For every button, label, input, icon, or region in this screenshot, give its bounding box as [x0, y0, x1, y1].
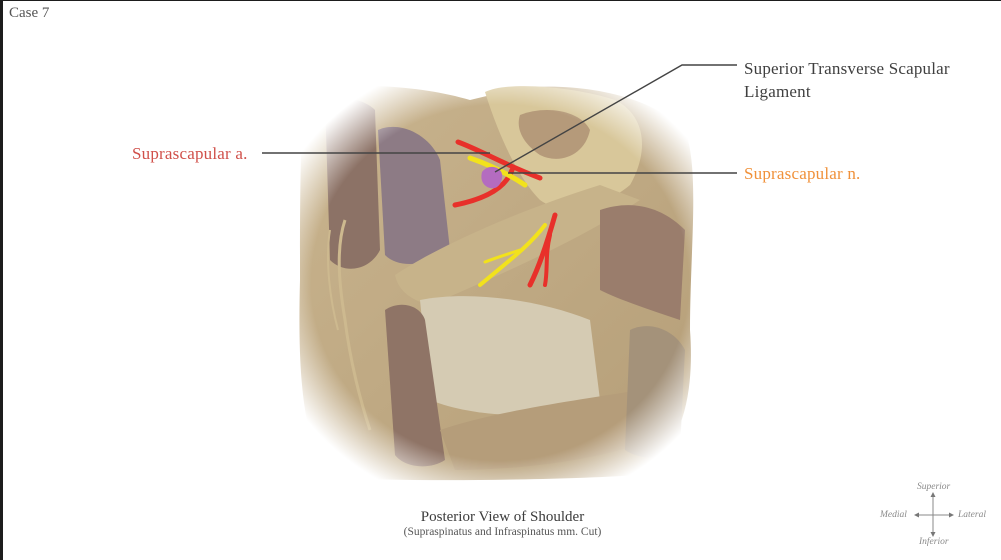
case-title: Case 7	[9, 5, 50, 21]
window-border-left	[0, 0, 3, 560]
figure-caption-subtitle: (Supraspinatus and Infraspinatus mm. Cut…	[403, 526, 602, 538]
figure-caption-title: Posterior View of Shoulder	[420, 509, 585, 525]
label-suprascapular-artery: Suprascapular a.	[132, 144, 248, 163]
orientation-compass: Superior Inferior Medial Lateral	[876, 480, 991, 552]
dissection-photo	[280, 75, 720, 490]
compass-superior: Superior	[917, 482, 951, 492]
compass-medial: Medial	[880, 510, 907, 520]
compass-lateral: Lateral	[958, 510, 986, 520]
compass-arrows-icon	[914, 492, 954, 537]
compass-inferior: Inferior	[919, 537, 949, 547]
label-suprascapular-nerve: Suprascapular n.	[744, 164, 861, 183]
label-ligament-line2: Ligament	[744, 82, 811, 101]
label-superior-transverse-scapular-ligament: Superior Transverse Scapular Ligament	[744, 57, 950, 103]
label-ligament-line1: Superior Transverse Scapular	[744, 59, 950, 78]
window-border-top	[0, 0, 1001, 1]
leader-line-ligament	[494, 64, 737, 173]
